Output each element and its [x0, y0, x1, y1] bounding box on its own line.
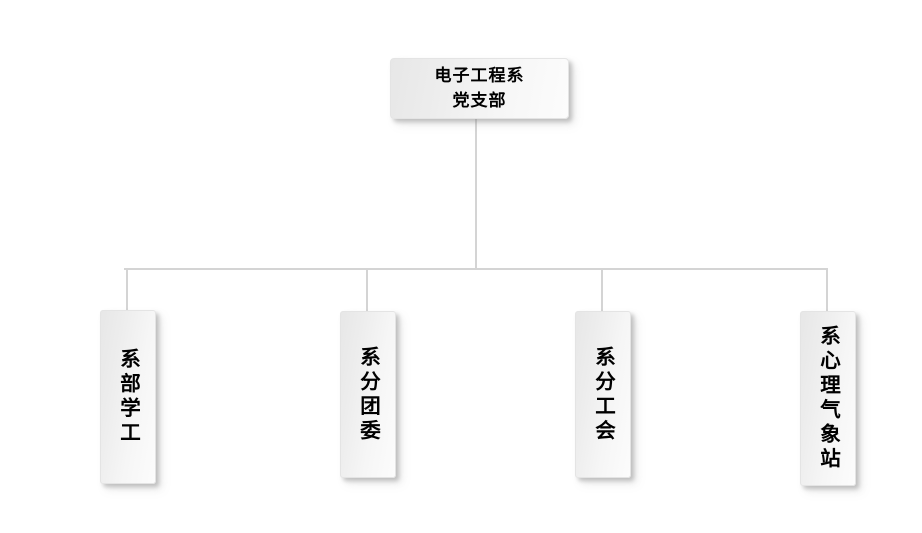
connector-drop-to-leaf-4 — [826, 270, 828, 312]
org-node-leaf-1-label: 系部学工 — [116, 348, 141, 446]
org-node-root-line-1: 电子工程系 — [434, 66, 525, 87]
connector-drop-to-leaf-1 — [126, 270, 128, 311]
org-node-root[interactable]: 电子工程系 党支部 — [390, 58, 569, 119]
org-node-leaf-2[interactable]: 系分团委 — [340, 311, 396, 478]
connector-root-stem — [475, 119, 477, 270]
org-node-leaf-4[interactable]: 系心理气象站 — [800, 311, 856, 486]
org-node-leaf-3[interactable]: 系分工会 — [575, 311, 631, 478]
connector-drop-to-leaf-3 — [601, 270, 603, 312]
org-node-leaf-3-label: 系分工会 — [591, 345, 616, 444]
org-node-root-line-2: 党支部 — [452, 90, 507, 111]
connector-drop-to-leaf-2 — [366, 270, 368, 312]
connector-horizontal-bus — [124, 268, 828, 270]
org-node-leaf-1[interactable]: 系部学工 — [100, 310, 156, 484]
org-node-leaf-4-label: 系心理气象站 — [816, 325, 841, 472]
org-node-leaf-2-label: 系分团委 — [356, 345, 381, 444]
